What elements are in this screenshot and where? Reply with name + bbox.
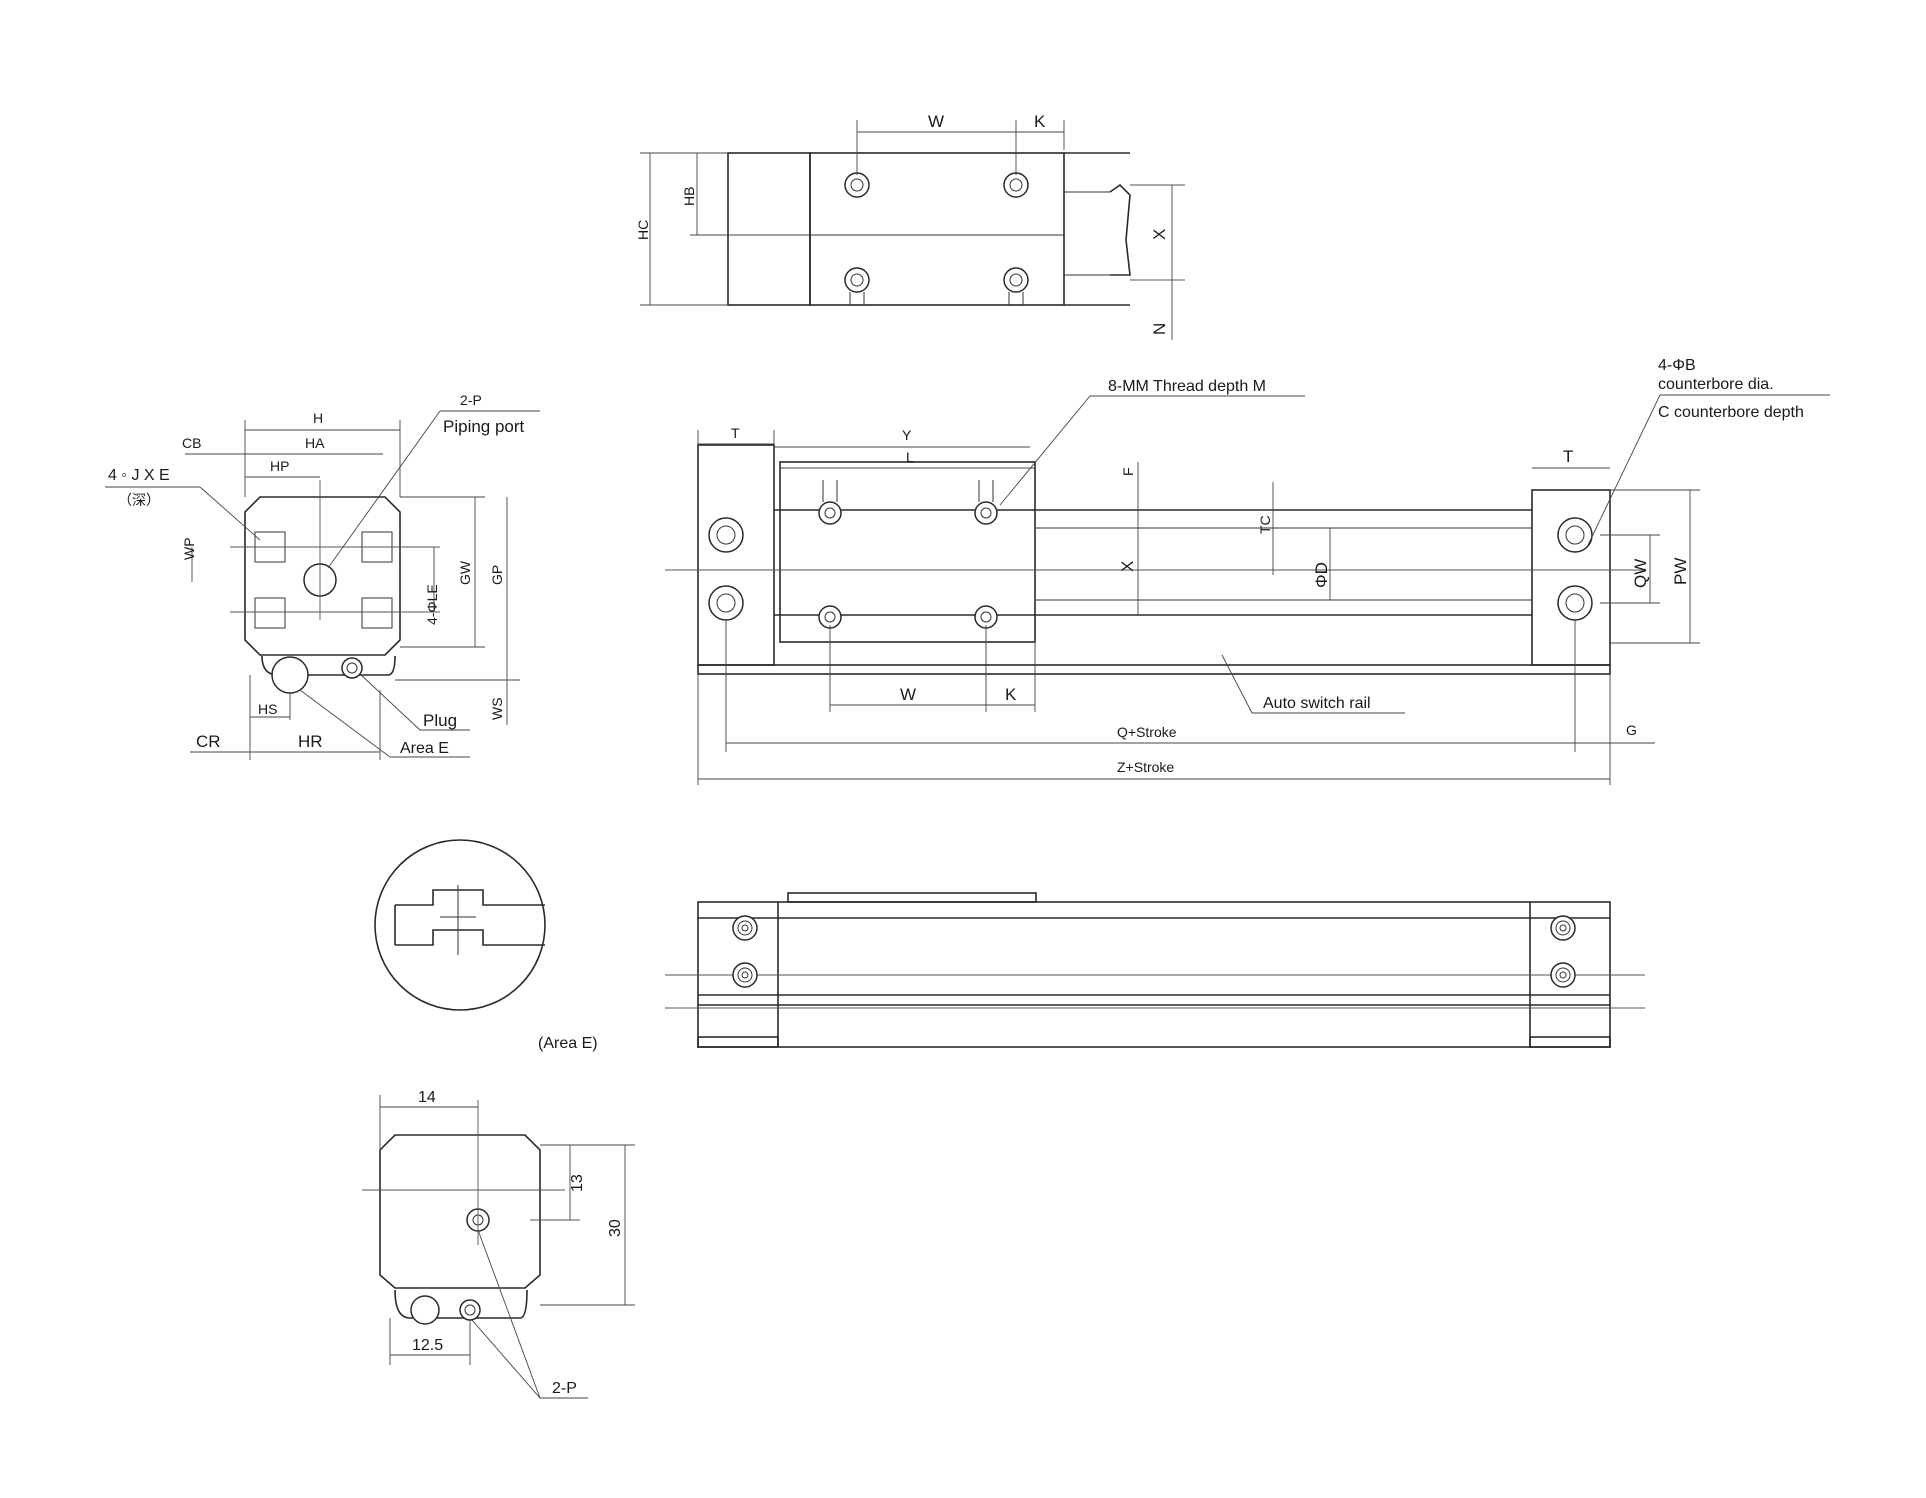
- area-e-caption: (Area E): [538, 1035, 598, 1052]
- end-12-5-label: 12.5: [412, 1337, 443, 1354]
- area-e-label: Area E: [400, 740, 449, 757]
- side-2p-label: 2-P: [460, 392, 482, 408]
- end-2p-label: 2-P: [552, 1380, 577, 1397]
- end-30-label: 30: [607, 1219, 624, 1237]
- plug-label: Plug: [423, 711, 457, 730]
- end-13-label: 13: [569, 1174, 586, 1192]
- area-e-detail: (Area E): [374, 839, 598, 1052]
- side-ha-label: HA: [305, 435, 325, 451]
- front-z-stroke-label: Z+Stroke: [1117, 759, 1174, 775]
- end-14-label: 14: [418, 1089, 436, 1106]
- top-n-label: N: [1150, 323, 1169, 335]
- side-jxe-label: 4 ◦ J X E: [108, 467, 170, 484]
- piping-port-label: Piping port: [443, 417, 525, 436]
- front-t-right-label: T: [1563, 447, 1573, 466]
- top-hc-label: HC: [635, 220, 651, 240]
- side-hr-label: HR: [298, 732, 323, 751]
- top-w-label: W: [928, 112, 944, 131]
- side-hs-label: HS: [258, 701, 277, 717]
- rear-view: [665, 892, 1645, 1048]
- top-x-label: X: [1150, 229, 1169, 240]
- end-view: 14 13 30 12.5 2-P: [362, 1089, 635, 1399]
- side-wp-label: WP: [181, 537, 197, 560]
- side-cb-label: CB: [182, 435, 201, 451]
- top-view: W K HC HB X N: [635, 112, 1185, 340]
- front-q-stroke-label: Q+Stroke: [1117, 724, 1177, 740]
- front-y-label: Y: [902, 427, 912, 443]
- side-gw-label: GW: [457, 560, 473, 585]
- front-x-label: X: [1118, 561, 1137, 572]
- side-h-label: H: [313, 410, 323, 426]
- counterbore-line3: C counterbore depth: [1658, 404, 1804, 421]
- thread-note-label: 8-MM Thread depth M: [1108, 378, 1266, 395]
- front-f-label: F: [1120, 467, 1136, 476]
- front-t-left-label: T: [731, 425, 740, 441]
- top-k-label: K: [1034, 112, 1046, 131]
- front-k-label: K: [1005, 685, 1017, 704]
- side-view: H CB HA HP 4 ◦ J X E （深） WP 2-P Piping p…: [105, 392, 540, 760]
- front-pw-label: PW: [1671, 558, 1690, 585]
- side-depth-label: （深）: [118, 492, 160, 508]
- front-tc-label: TC: [1257, 515, 1273, 534]
- front-g-label: G: [1626, 722, 1637, 738]
- front-view: T Y L T F X TC ΦD QW PW W K Q+Stroke: [665, 357, 1830, 785]
- front-phid-label: ΦD: [1312, 562, 1331, 588]
- side-4le-label: 4-ΦLE: [424, 584, 440, 625]
- counterbore-line2: counterbore dia.: [1658, 376, 1774, 393]
- top-hb-label: HB: [681, 187, 697, 206]
- side-ws-label: WS: [489, 697, 505, 720]
- side-gp-label: GP: [489, 565, 505, 585]
- auto-switch-rail-label: Auto switch rail: [1263, 695, 1371, 712]
- counterbore-line1: 4-ΦB: [1658, 357, 1696, 374]
- side-cr-label: CR: [196, 732, 221, 751]
- front-l-label: L: [906, 449, 914, 465]
- front-w-label: W: [900, 685, 916, 704]
- side-hp-label: HP: [270, 458, 289, 474]
- front-qw-label: QW: [1631, 559, 1650, 588]
